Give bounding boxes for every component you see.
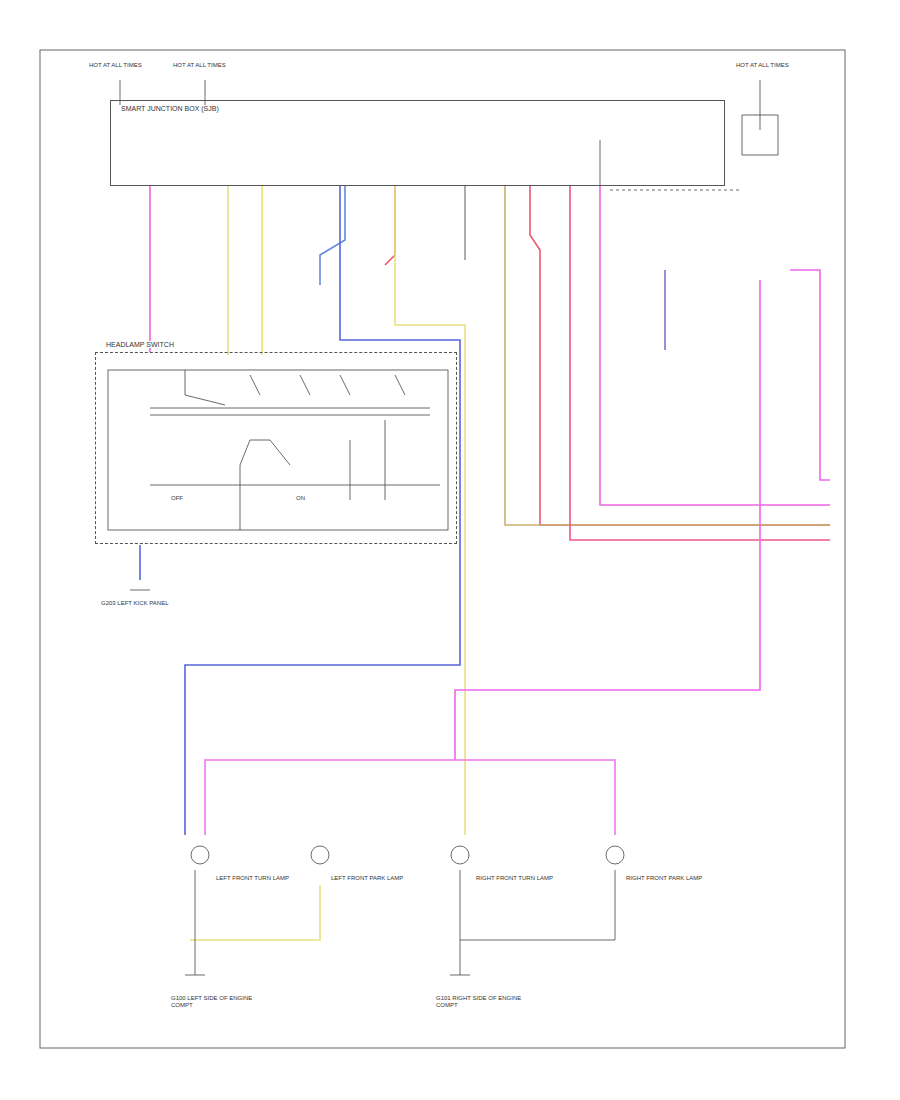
- wiring-label: LEFT FRONT PARK LAMP: [330, 875, 404, 882]
- lamp-symbols: [130, 590, 624, 975]
- node-label: HEADLAMP SWITCH: [104, 341, 176, 348]
- frame: [40, 50, 845, 1048]
- wires: [140, 186, 830, 940]
- wiring-label: HOT AT ALL TIMES: [735, 62, 790, 69]
- wiring-label: LEFT FRONT TURN LAMP: [215, 875, 290, 882]
- node-label: SMART JUNCTION BOX (SJB): [119, 105, 221, 112]
- wiring-label: ON: [295, 495, 306, 502]
- switch-box: HEADLAMP SWITCH: [95, 352, 457, 544]
- wiring-label: G100 LEFT SIDE OF ENGINE COMPT: [170, 995, 262, 1008]
- wire-connector: [149, 186, 151, 352]
- junction-box-band: SMART JUNCTION BOX (SJB): [110, 100, 725, 186]
- wiring-label: RIGHT FRONT PARK LAMP: [625, 875, 703, 882]
- switch-contacts: [108, 370, 448, 530]
- wiring-label: HOT AT ALL TIMES: [88, 62, 143, 69]
- wiring-label: G203 LEFT KICK PANEL: [100, 600, 169, 607]
- wiring-label: OFF: [170, 495, 184, 502]
- wiring-label: G101 RIGHT SIDE OF ENGINE COMPT: [435, 995, 527, 1008]
- wiring-label: RIGHT FRONT TURN LAMP: [475, 875, 554, 882]
- wiring-label: HOT AT ALL TIMES: [172, 62, 227, 69]
- fuse-feeds: [120, 80, 778, 190]
